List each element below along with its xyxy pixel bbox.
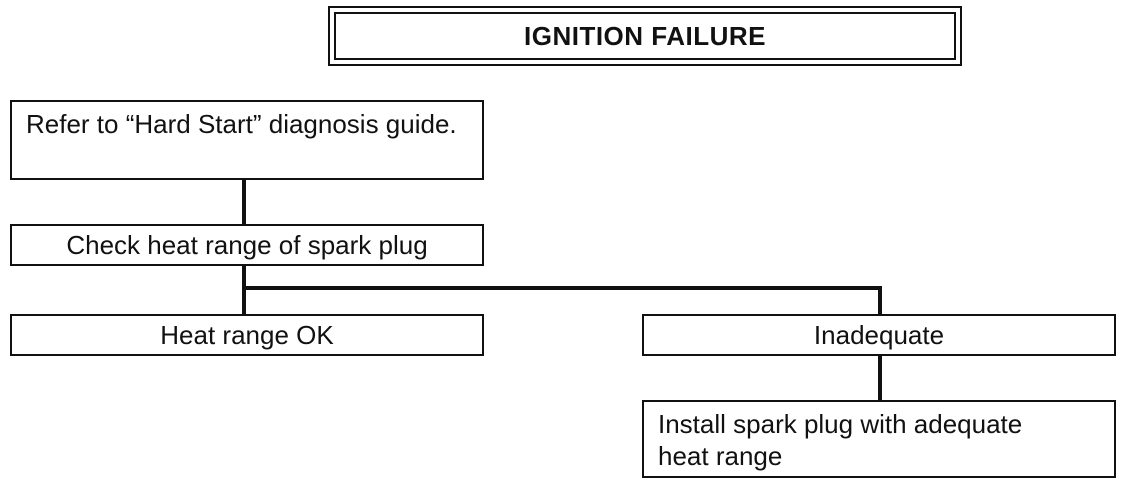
node-inadequate-label: Inadequate xyxy=(813,320,945,350)
connector-check-to-inadequate xyxy=(244,286,882,314)
node-check-label: Check heat range of spark plug xyxy=(66,230,428,260)
node-install-label: Install spark plug with adequate heat ra… xyxy=(658,409,1023,471)
node-check-heat-range: Check heat range of spark plug xyxy=(10,224,484,266)
node-refer-hard-start: Refer to “Hard Start” diagnosis guide. xyxy=(10,100,484,180)
node-heat-range-ok: Heat range OK xyxy=(10,314,484,356)
node-inadequate: Inadequate xyxy=(642,314,1116,356)
node-ok-label: Heat range OK xyxy=(160,320,334,350)
title-frame: IGNITION FAILURE xyxy=(328,6,962,66)
node-refer-label: Refer to “Hard Start” diagnosis guide. xyxy=(26,109,457,139)
node-install-spark-plug: Install spark plug with adequate heat ra… xyxy=(642,400,1116,478)
diagram-title: IGNITION FAILURE xyxy=(334,12,956,60)
